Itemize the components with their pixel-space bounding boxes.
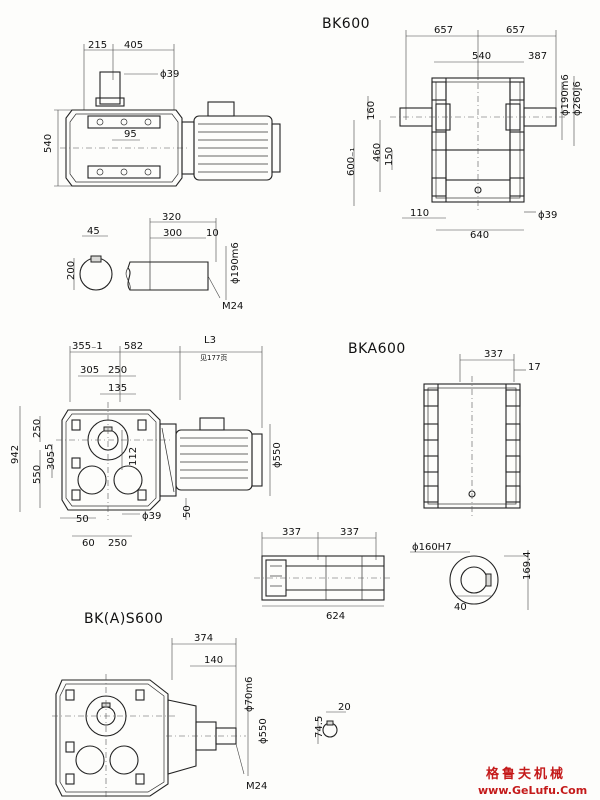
dim-624: 624 — [326, 611, 345, 622]
bka600-front-view: 355₋1 582 L3 见177页 305 250 135 942 250 5… — [10, 335, 283, 549]
dim-250-v: 250 — [32, 419, 43, 438]
dim-540-left: 540 — [43, 134, 54, 153]
dim-dia39-top: ϕ39 — [160, 69, 179, 80]
dim-305-v: 305 — [46, 451, 57, 470]
dim-657-right: 657 — [506, 25, 525, 36]
dim-m24-bks: M24 — [246, 781, 267, 792]
dim-355-1: 355₋1 — [72, 341, 103, 352]
dim-169-4: 169.4 — [522, 551, 533, 580]
dim-460: 460 — [372, 143, 383, 162]
dim-17: 17 — [528, 362, 541, 373]
dim-337-b: 337 — [340, 527, 359, 538]
dim-250-top: 250 — [108, 365, 127, 376]
title-bks600: BK(A)S600 — [84, 611, 163, 627]
dim-250-bottom: 250 — [108, 538, 127, 549]
dim-45: 45 — [87, 226, 100, 237]
dim-dia190m6: ϕ190m6 — [560, 74, 571, 116]
dim-550-v: 550 — [32, 465, 43, 484]
dim-405: 405 — [124, 40, 143, 51]
dim-337-a: 337 — [282, 527, 301, 538]
dim-50-bottom: 50 — [76, 514, 89, 525]
watermark-cn: 格鲁夫机械 — [486, 766, 566, 782]
dim-95: 95 — [124, 129, 137, 140]
dim-50-v: 50 — [182, 505, 193, 518]
dim-600-1: 600₋₁ — [346, 148, 357, 176]
dim-dia550-bks: ϕ550 — [258, 718, 269, 744]
dim-60: 60 — [82, 538, 95, 549]
dim-640: 640 — [470, 230, 489, 241]
dim-657-left: 657 — [434, 25, 453, 36]
dim-112: 112 — [128, 447, 139, 466]
dim-215: 215 — [88, 40, 107, 51]
dim-10: 10 — [206, 228, 219, 239]
dim-140: 140 — [204, 655, 223, 666]
bk600-front-view: 215 405 ϕ39 540 95 — [43, 40, 281, 187]
title-bka600: BKA600 — [348, 341, 406, 357]
dim-l3: L3 — [204, 335, 216, 346]
dim-374: 374 — [194, 633, 213, 644]
dim-582: 582 — [124, 341, 143, 352]
bka600-side-view: 337 17 — [423, 349, 541, 516]
bks600-view: 374 140 ϕ70m6 ϕ550 M24 74.5 20 — [52, 633, 351, 800]
dim-320: 320 — [162, 212, 181, 223]
dim-dia39-bka: ϕ39 — [142, 511, 161, 522]
dim-150: 150 — [384, 147, 395, 166]
dim-74-5: 74.5 — [314, 716, 325, 738]
watermark-url: www.GeLufu.Com — [478, 784, 587, 797]
dim-337-side: 337 — [484, 349, 503, 360]
dim-dia550-bka: ϕ550 — [272, 442, 283, 468]
dim-387: 387 — [528, 51, 547, 62]
dim-l3-note: 见177页 — [200, 354, 227, 362]
dim-160: 160 — [366, 101, 377, 120]
dim-dia70m6: ϕ70m6 — [244, 677, 255, 712]
dim-300: 300 — [163, 228, 182, 239]
dim-305-top: 305 — [80, 365, 99, 376]
dim-dia160h7: ϕ160H7 — [412, 542, 452, 553]
bk600-shaft-detail: 45 200 320 300 10 ϕ190m6 M24 — [66, 212, 243, 312]
dim-135: 135 — [108, 383, 127, 394]
dim-110: 110 — [410, 208, 429, 219]
dim-540-side: 540 — [472, 51, 491, 62]
dim-5: 5 — [44, 444, 55, 450]
dim-dia39-side: ϕ39 — [538, 210, 557, 221]
bka600-hollow-shaft: 337 337 624 ϕ160H7 169.4 40 — [254, 527, 533, 622]
dim-40: 40 — [454, 602, 467, 613]
dim-200: 200 — [66, 261, 77, 280]
dim-m24-shaft: M24 — [222, 301, 243, 312]
bk600-side-view: 657 657 540 387 ϕ190m6 ϕ260j6 160 460 60… — [346, 25, 583, 241]
dim-dia260j6: ϕ260j6 — [572, 81, 583, 116]
title-bk600: BK600 — [322, 16, 370, 32]
dim-20: 20 — [338, 702, 351, 713]
dim-dia190m6-shaft: ϕ190m6 — [230, 242, 241, 284]
dim-942: 942 — [10, 445, 21, 464]
